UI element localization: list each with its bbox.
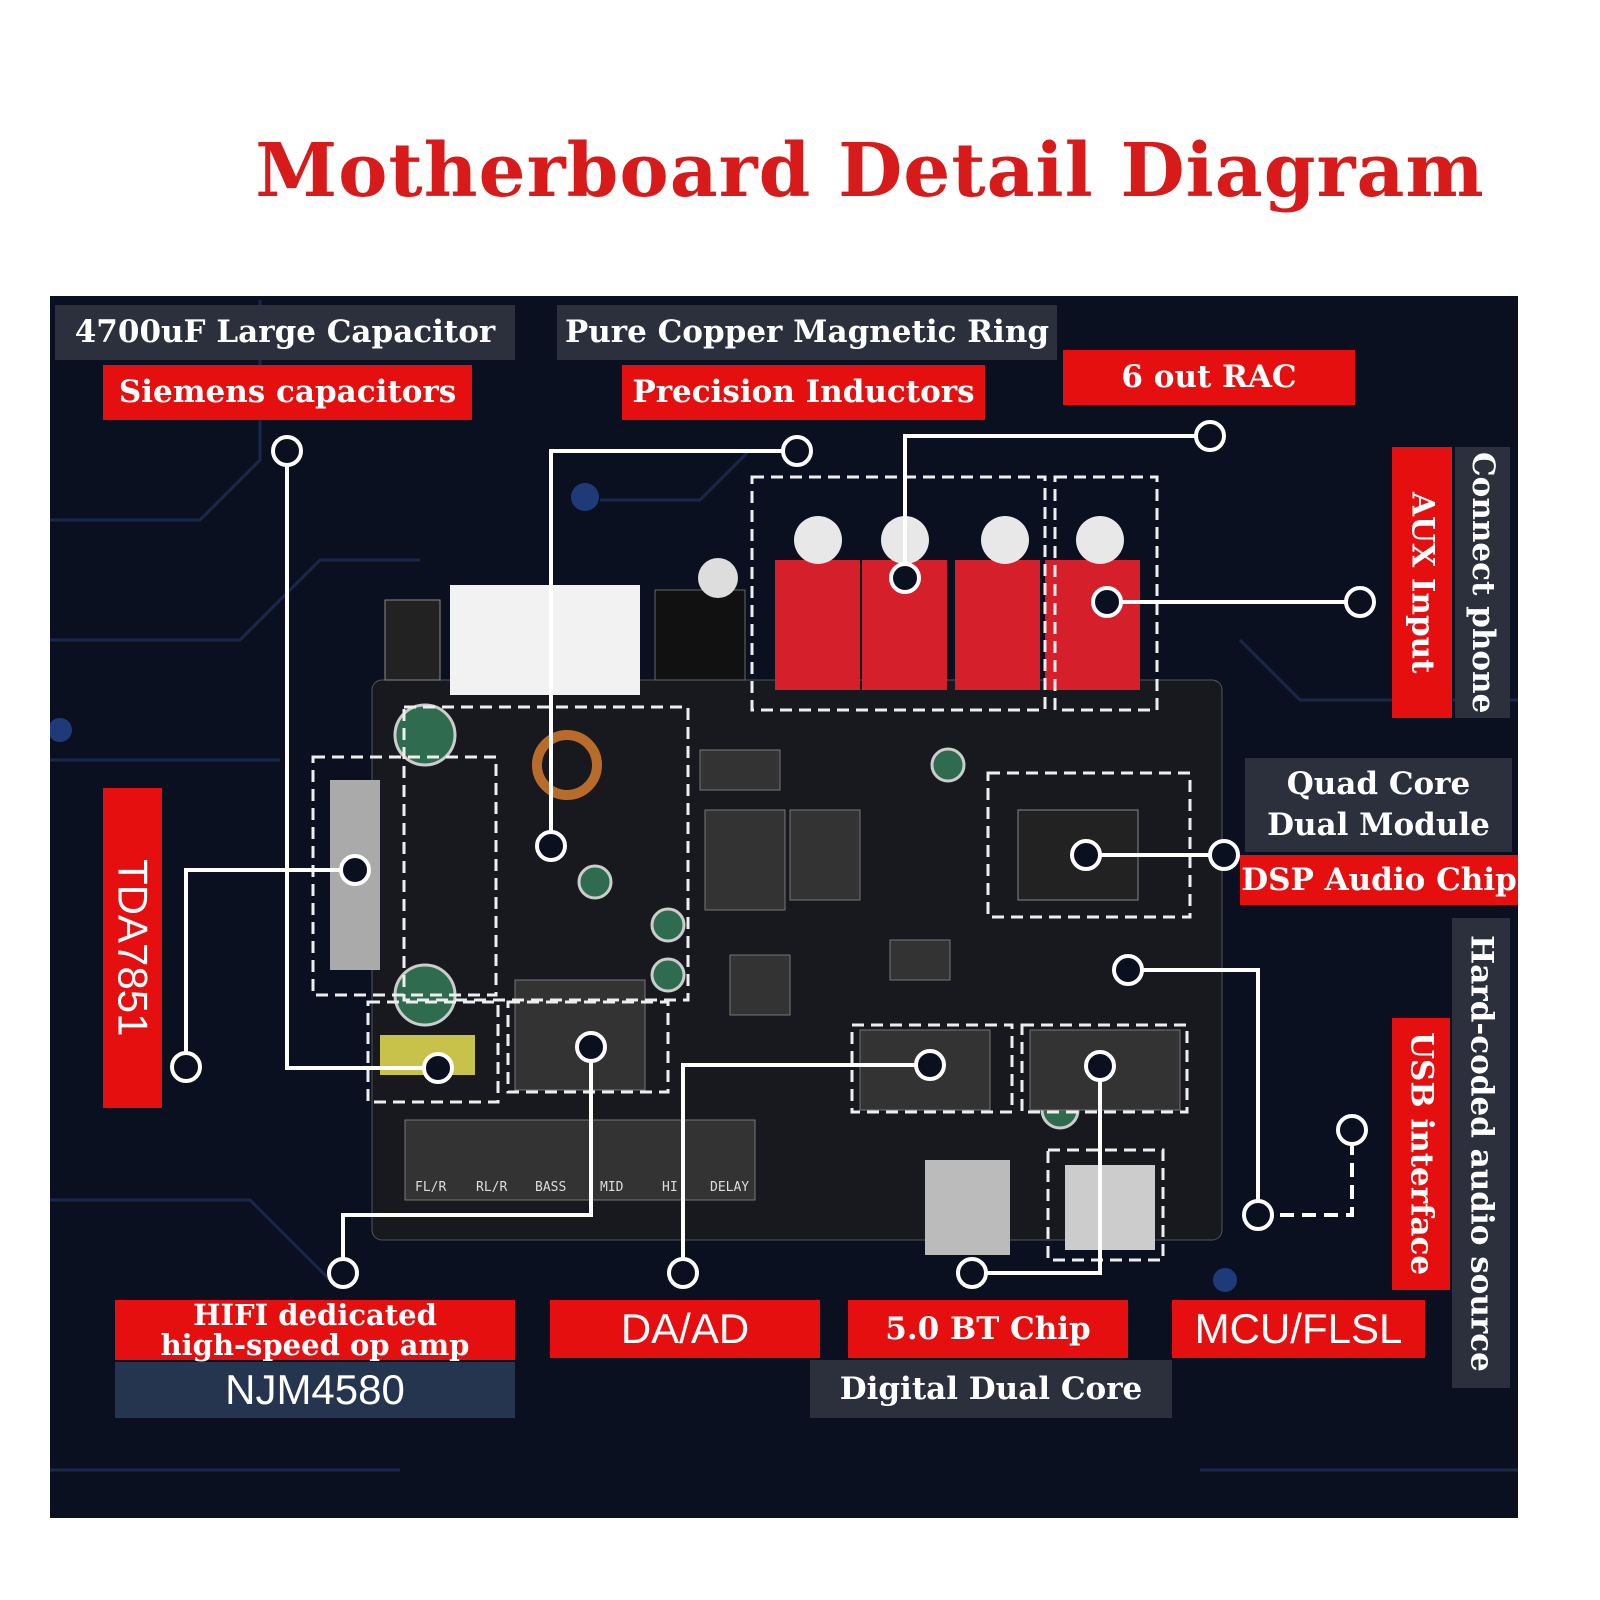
label-copper-ring: Pure Copper Magnetic Ring	[557, 305, 1057, 360]
connector-lines	[184, 434, 1360, 1275]
label-capacitor: 4700uF Large Capacitor	[55, 305, 515, 360]
label-dual-module: Dual Module	[1267, 807, 1490, 843]
silk-mid: MID	[600, 1180, 624, 1195]
page-title: Motherboard Detail Diagram	[255, 128, 1485, 214]
label-rac: 6 out RAC	[1063, 350, 1355, 405]
label-mcu: MCU/FLSL	[1172, 1300, 1425, 1358]
label-tda: TDA7851	[103, 788, 162, 1108]
label-bt: 5.0 BT Chip	[848, 1300, 1128, 1358]
label-daad: DA/AD	[550, 1300, 820, 1358]
white-connector	[450, 585, 640, 695]
label-digital: Digital Dual Core	[810, 1360, 1172, 1418]
silk-rlr: RL/R	[476, 1180, 508, 1195]
label-hifi-1: HIFI dedicated	[193, 1297, 437, 1332]
highlight-boxes	[311, 475, 1192, 1262]
label-hard-coded: Hard-coded audio source	[1452, 918, 1510, 1388]
label-dsp: DSP Audio Chip	[1240, 855, 1518, 905]
label-inductors: Precision Inductors	[622, 365, 985, 420]
label-njm: NJM4580	[115, 1362, 515, 1418]
inductor	[532, 730, 602, 800]
label-phone: Connect phone	[1455, 447, 1510, 718]
silk-hi: HI	[662, 1180, 678, 1195]
board-illustration	[50, 300, 1518, 1472]
label-siemens: Siemens capacitors	[103, 365, 472, 420]
silk-delay: DELAY	[710, 1180, 750, 1195]
silk-flr: FL/R	[415, 1180, 447, 1195]
label-usb: USB interface	[1392, 1018, 1450, 1290]
rca-jacks	[775, 560, 1140, 690]
silk-bass: BASS	[535, 1180, 567, 1195]
label-aux: AUX Input	[1392, 447, 1452, 718]
marker-dots	[170, 420, 1376, 1289]
label-hifi-2: high-speed op amp	[160, 1328, 470, 1362]
label-quad-core: Quad Core	[1286, 766, 1471, 803]
